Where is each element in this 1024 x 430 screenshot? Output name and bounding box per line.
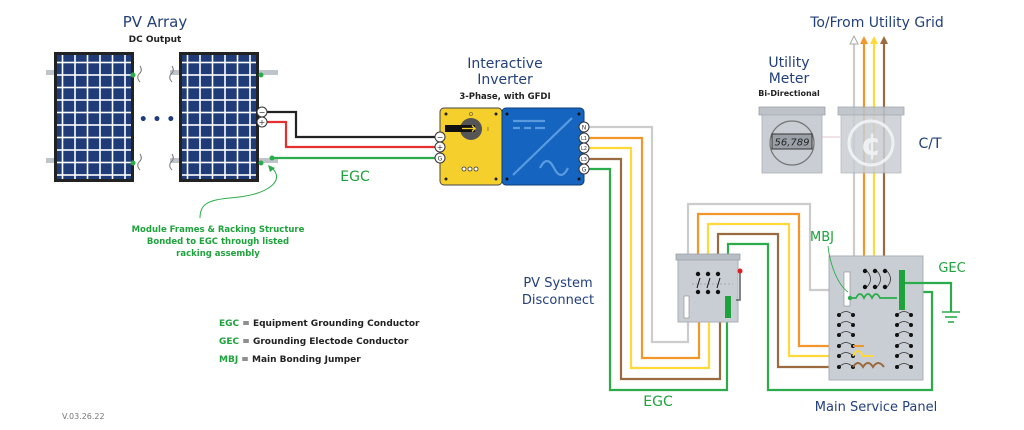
pv-module-1 bbox=[54, 52, 134, 182]
dc-ac-symbol-icon bbox=[512, 117, 573, 177]
egc-label-bottom: EGC bbox=[643, 394, 673, 410]
inverter-subtitle: 3-Phase, with GFDI bbox=[459, 92, 550, 102]
pv-module-n bbox=[179, 52, 259, 182]
legend: EGC = Equipment Grounding Conductor GEC … bbox=[219, 319, 420, 365]
ct-label: C/T bbox=[918, 136, 941, 152]
pv-array-title: PV Array bbox=[123, 13, 188, 31]
annotation-leader-arrow bbox=[199, 167, 278, 219]
pv-terminal-positive: + bbox=[256, 116, 268, 128]
svg-text:−: − bbox=[437, 133, 444, 142]
utility-meter: 56,789 bbox=[758, 106, 826, 174]
mbj-jumper bbox=[850, 293, 897, 301]
egc-wire-disc-to-panel bbox=[726, 242, 934, 392]
meter-subtitle: Bi-Directional bbox=[758, 89, 820, 98]
dc-positive-wire bbox=[267, 120, 440, 149]
annotation-line-3: racking assembly bbox=[176, 249, 260, 259]
legend-item-mbj: MBJ = Main Bonding Jumper bbox=[219, 355, 361, 365]
ct-symbol-icon: ¢ bbox=[861, 128, 882, 163]
svg-text:G: G bbox=[582, 167, 587, 174]
neutral-wire-inv-to-disc bbox=[584, 125, 690, 344]
current-transformer: ¢ bbox=[837, 106, 905, 174]
inverter-dc-terminals: − + G bbox=[434, 131, 446, 164]
gec-wire bbox=[905, 281, 953, 312]
svg-text:I: I bbox=[487, 127, 488, 133]
svg-text:N: N bbox=[582, 125, 587, 132]
panel-title: Main Service Panel bbox=[815, 400, 937, 415]
pv-array-subtitle: DC Output bbox=[129, 35, 182, 45]
main-service-panel bbox=[828, 255, 924, 381]
svg-text:L3: L3 bbox=[581, 157, 587, 163]
meter-reading: 56,789 bbox=[775, 138, 810, 149]
l3-wire-inv-to-disc bbox=[584, 157, 722, 381]
svg-text:G: G bbox=[438, 156, 443, 163]
inverter-dc-disconnect: O I bbox=[439, 107, 503, 186]
inverter-title-line-1: Interactive bbox=[467, 56, 542, 72]
mbj-label: MBJ bbox=[810, 230, 834, 245]
svg-text:O: O bbox=[469, 112, 473, 118]
inverter-ac-terminals: N L1 L2 L3 G bbox=[578, 121, 590, 175]
svg-text:L1: L1 bbox=[581, 136, 587, 142]
l2-wire-inv-to-disc bbox=[584, 146, 711, 370]
pv-terminal-negative: − bbox=[256, 106, 268, 118]
l1-wire-disc-to-panel bbox=[696, 212, 840, 348]
disconnect-title-line-1: PV System bbox=[523, 276, 592, 291]
legend-item-gec: GEC = Grounding Electode Conductor bbox=[219, 337, 409, 347]
gec-label: GEC bbox=[938, 261, 965, 276]
inverter-unit bbox=[501, 107, 585, 186]
neutral-bar bbox=[683, 295, 690, 319]
ground-bar bbox=[725, 296, 731, 318]
neutral-wire-disc-to-panel bbox=[686, 202, 848, 292]
inverter-title-line-2: Inverter bbox=[477, 72, 533, 88]
meter-title-line-2: Meter bbox=[769, 71, 810, 87]
annotation-line-1: Module Frames & Racking Structure bbox=[132, 225, 305, 235]
annotation-arrowhead-icon bbox=[268, 165, 275, 172]
l2-wire-disc-to-panel bbox=[706, 222, 840, 358]
annotation-line-2: Bonded to EGC through listed bbox=[147, 237, 289, 247]
svg-text:L2: L2 bbox=[581, 146, 587, 152]
pv-system-disconnect bbox=[675, 253, 743, 323]
legend-item-egc: EGC = Equipment Grounding Conductor bbox=[219, 319, 420, 329]
version-label: V.03.26.22 bbox=[62, 412, 105, 421]
l3-wire-disc-to-panel bbox=[716, 232, 840, 369]
ground-symbol-icon bbox=[942, 311, 960, 323]
ellipsis-more-modules: • • • bbox=[139, 112, 176, 128]
svg-text:+: + bbox=[437, 143, 444, 152]
l1-wire-inv-to-disc bbox=[584, 136, 701, 360]
disconnect-title-line-2: Disconnect bbox=[522, 293, 594, 308]
egc-wire-inv-to-disc bbox=[584, 167, 729, 392]
grid-title: To/From Utility Grid bbox=[809, 15, 944, 31]
meter-title-line-1: Utility bbox=[768, 55, 809, 71]
disconnect-handle[interactable] bbox=[736, 272, 741, 301]
egc-label-top: EGC bbox=[340, 169, 370, 185]
grid-arrows-icon bbox=[849, 34, 888, 45]
dc-negative-wire bbox=[267, 110, 440, 139]
svg-text:−: − bbox=[259, 108, 266, 117]
panel-ground-bar bbox=[899, 270, 905, 310]
svg-text:+: + bbox=[259, 118, 266, 127]
mbj-leader-arrow bbox=[827, 245, 849, 293]
